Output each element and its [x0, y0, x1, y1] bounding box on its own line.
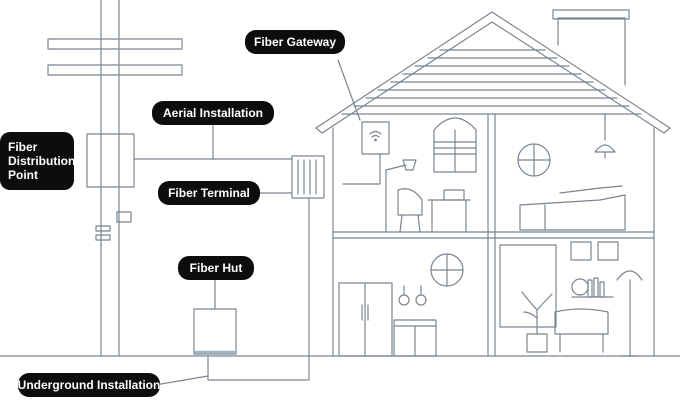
downstairs-living-room	[499, 241, 643, 357]
label-fiber-terminal: Fiber Terminal	[158, 181, 260, 205]
label-fiber-hut: Fiber Hut	[178, 256, 254, 280]
fiber-gateway-device	[337, 59, 390, 185]
house	[315, 9, 671, 357]
fiber-terminal-device	[291, 155, 325, 199]
label-underground-installation: Underground Installation	[18, 373, 160, 397]
utility-pole	[47, 0, 183, 357]
label-aerial-installation: Aerial Installation	[152, 101, 274, 125]
label-fiber-distribution-point: Fiber Distribution Point	[0, 132, 75, 190]
fiber-distribution-point-box	[86, 133, 135, 188]
label-fiber-gateway: Fiber Gateway	[245, 30, 345, 54]
downstairs-kitchen	[338, 253, 464, 357]
fiber-hut-box	[192, 279, 238, 355]
underground-fiber-line	[154, 197, 310, 386]
upstairs-office	[385, 117, 477, 233]
upstairs-bedroom	[517, 113, 626, 231]
